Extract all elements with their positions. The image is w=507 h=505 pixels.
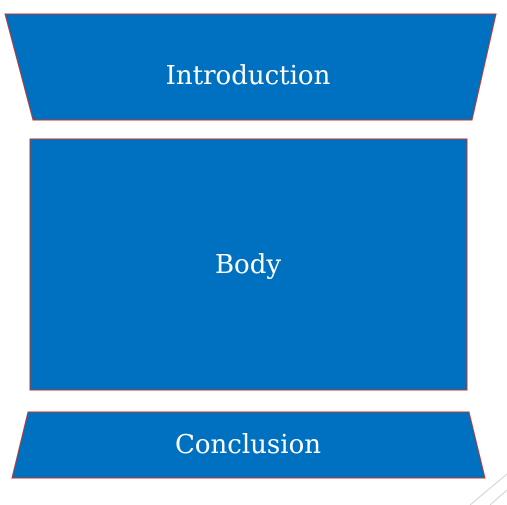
conclusion-shape [11,411,486,479]
body-section: Body [29,138,468,391]
conclusion-label: Conclusion [175,430,321,460]
body-label: Body [215,250,281,280]
conclusion-section: Conclusion [11,411,486,479]
body-shape [29,138,468,391]
introduction-section: Introduction [4,13,497,121]
introduction-shape [4,13,497,121]
introduction-label: Introduction [166,61,331,91]
corner-decoration [469,473,507,505]
